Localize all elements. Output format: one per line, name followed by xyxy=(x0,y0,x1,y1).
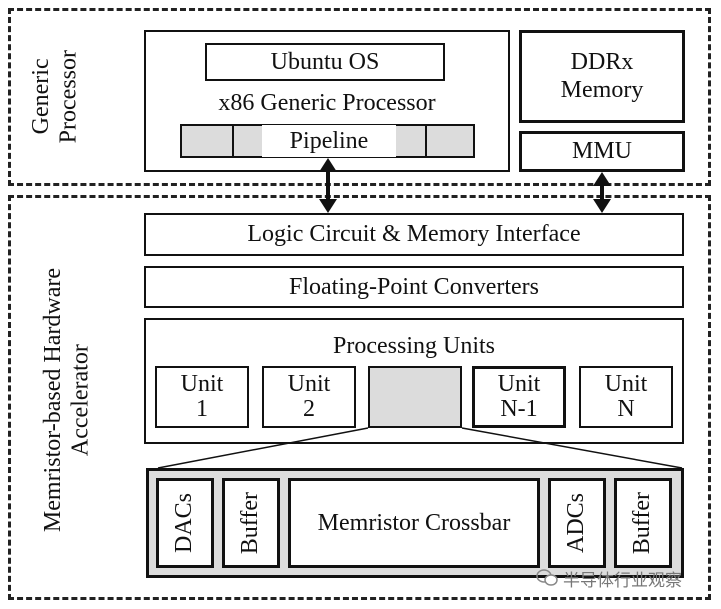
ubuntu-os-label: Ubuntu OS xyxy=(270,48,380,75)
x86-processor-label: x86 Generic Processor xyxy=(218,89,436,116)
zoom-line-right xyxy=(461,427,683,469)
zoom-line-left xyxy=(157,427,369,469)
fp-converters-box: Floating-Point Converters xyxy=(144,266,684,308)
pipeline-label: Pipeline xyxy=(262,125,396,157)
watermark: 半导体行业观察 xyxy=(536,566,712,591)
mmu-interface-arrow xyxy=(593,172,611,213)
buffer-right-box: Buffer xyxy=(614,478,672,568)
buffer-left-box: Buffer xyxy=(222,478,280,568)
ddrx-memory-box: DDRx Memory xyxy=(519,30,685,123)
processing-unit-highlighted xyxy=(368,366,462,428)
processing-unit: Unit 2 xyxy=(262,366,356,428)
processing-unit: Unit N xyxy=(579,366,673,428)
mmu-box: MMU xyxy=(519,131,685,172)
cpu-interface-arrow xyxy=(319,158,337,213)
processing-unit: Unit 1 xyxy=(155,366,249,428)
watermark-text: 半导体行业观察 xyxy=(563,570,682,591)
wechat-icon xyxy=(536,569,558,586)
logic-interface-box: Logic Circuit & Memory Interface xyxy=(144,213,684,256)
accelerator-section xyxy=(8,195,711,600)
ubuntu-os-box: Ubuntu OS xyxy=(205,43,445,81)
processing-unit: Unit N-1 xyxy=(472,366,566,428)
pipeline-stage-divider xyxy=(232,124,234,158)
dacs-box: DACs xyxy=(156,478,214,568)
adcs-box: ADCs xyxy=(548,478,606,568)
pipeline-stage-divider xyxy=(425,124,427,158)
generic-processor-section xyxy=(8,8,711,186)
memristor-crossbar-box: Memristor Crossbar xyxy=(288,478,540,568)
processing-units-label: Processing Units xyxy=(333,332,495,359)
